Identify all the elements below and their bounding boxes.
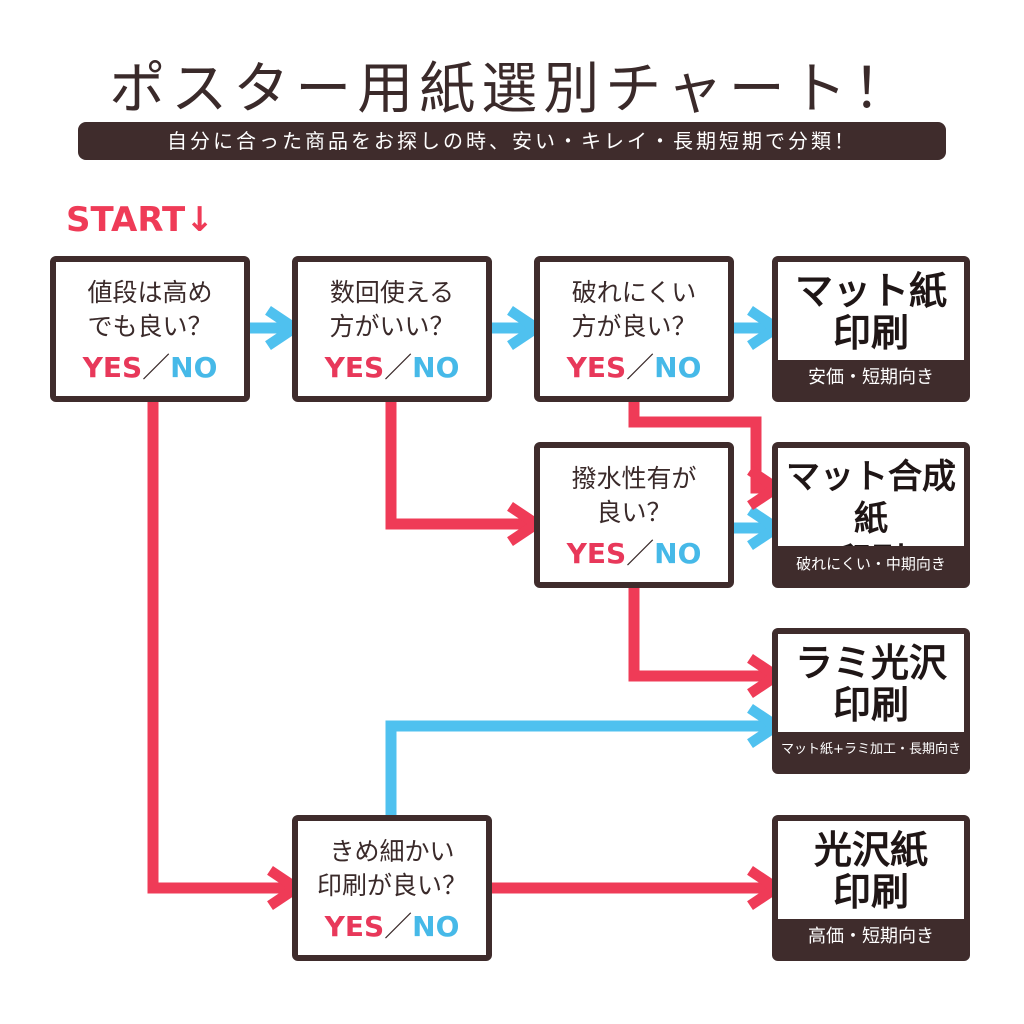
result-note: 安価・短期向き (778, 360, 964, 396)
question-text: 撥水性有が 良い？ (571, 464, 697, 527)
result-title: マット紙 印刷 (794, 269, 947, 355)
result-note: 破れにくい・中期向き (778, 546, 964, 582)
yes-no-label: YES／NO (324, 351, 460, 384)
no-arrow-q5-r3 (385, 704, 786, 815)
result-laminate-gloss: ラミ光沢 印刷 マット紙+ラミ加工・長期向き (772, 628, 970, 774)
question-reusable: 数回使える 方がいい？ YES／NO (292, 256, 492, 402)
question-text: 破れにくい 方が良い？ (571, 278, 697, 341)
page-title: ポスター用紙選別チャート！ (109, 57, 915, 122)
yes-no-label: YES／NO (82, 351, 218, 384)
result-matte-synthetic: マット合成紙 印刷 破れにくい・中期向き (772, 442, 970, 588)
question-tear-resistant: 破れにくい 方が良い？ YES／NO (534, 256, 734, 402)
yes-arrow-q4-r3 (628, 588, 786, 698)
yes-arrow-q3-r2 (628, 402, 786, 510)
yes-no-label: YES／NO (324, 910, 460, 943)
result-note: 高価・短期向き (778, 919, 964, 955)
question-price: 値段は高め でも良い？ YES／NO (50, 256, 250, 402)
yes-arrow-q2-q4 (385, 402, 546, 546)
yes-no-label: YES／NO (566, 351, 702, 384)
question-fine-print: きめ細かい 印刷が良い？ YES／NO (292, 815, 492, 961)
yes-arrow-q1-q5 (147, 402, 306, 910)
result-gloss-paper: 光沢紙 印刷 高価・短期向き (772, 815, 970, 961)
result-matte-paper: マット紙 印刷 安価・短期向き (772, 256, 970, 402)
start-label: START↓ (66, 200, 214, 240)
question-water-repellent: 撥水性有が 良い？ YES／NO (534, 442, 734, 588)
question-text: 数回使える 方がいい？ (329, 278, 455, 341)
question-text: きめ細かい 印刷が良い？ (316, 837, 467, 900)
result-note: マット紙+ラミ加工・長期向き (778, 732, 964, 768)
yes-no-label: YES／NO (566, 537, 702, 570)
subtitle-banner: 自分に合った商品をお探しの時、安い・キレイ・長期短期で分類！ (78, 122, 946, 160)
question-text: 値段は高め でも良い？ (87, 278, 213, 341)
result-title: 光沢紙 印刷 (813, 828, 928, 914)
result-title: ラミ光沢 印刷 (794, 641, 947, 727)
